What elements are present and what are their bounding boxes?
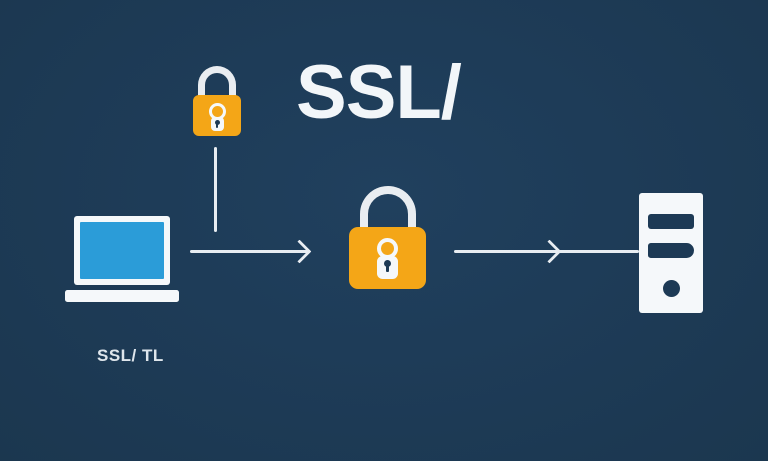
keyhole-icon [214, 120, 220, 125]
server-power-button [662, 279, 680, 297]
keyhole-plate [377, 255, 398, 279]
keyhole-stem [386, 264, 389, 272]
padlock-shackle [198, 66, 236, 100]
arrow-line [190, 250, 309, 253]
keyhole-icon [384, 259, 391, 267]
padlock-body [193, 95, 241, 136]
server-drive-slot [648, 243, 694, 258]
keyhole-plate [210, 117, 224, 131]
arrow-head [537, 239, 562, 264]
laptop-screen [80, 222, 164, 279]
laptop-display [74, 216, 170, 285]
arrow-head [287, 239, 312, 264]
padlock-body [349, 227, 426, 289]
caption-label: SSL/ TL [97, 346, 164, 365]
connector-vertical-line [214, 147, 217, 232]
keyhole-stem [215, 123, 219, 128]
arrow-line [454, 250, 639, 253]
server-drive-slot [648, 214, 694, 229]
server-tower-icon [639, 193, 703, 313]
padlock-shackle [360, 186, 416, 232]
page-title: SSL/ [296, 50, 462, 135]
laptop-base [65, 290, 179, 302]
